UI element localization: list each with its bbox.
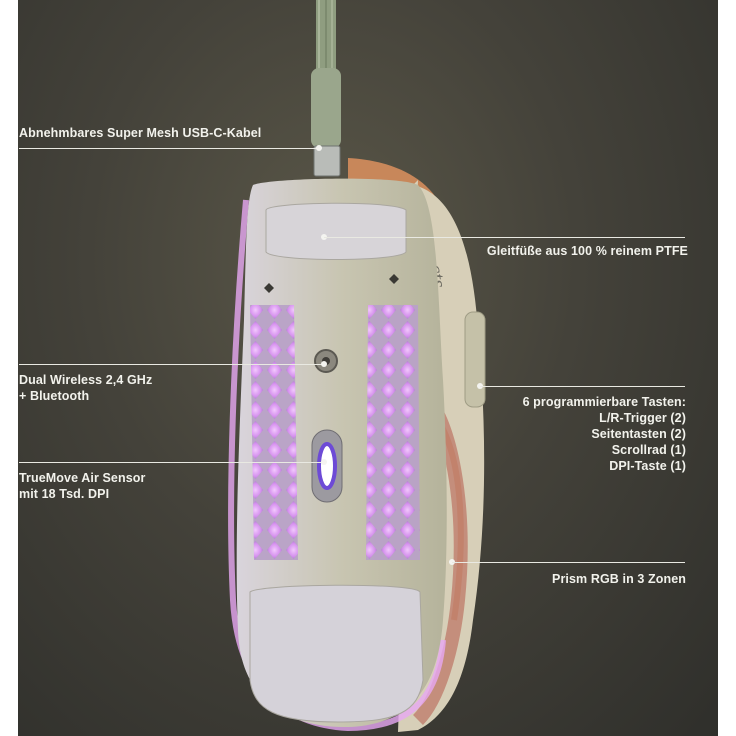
sensor-callout-label: TrueMove Air Sensor mit 18 Tsd. DPI [19, 471, 146, 501]
mouse-illustration: cts [228, 0, 486, 732]
sensor-callout-line [19, 462, 324, 463]
usb-c-plug [313, 145, 341, 177]
buttons-callout-line [480, 386, 685, 387]
rgb-callout-line [452, 562, 685, 563]
cable-callout-line [19, 148, 317, 149]
sensor-callout-dot [321, 459, 327, 465]
wireless-callout-line [19, 364, 324, 365]
feet-callout-line [324, 237, 685, 238]
buttons-callout-label: 6 programmierbare Tasten: L/R-Trigger (2… [522, 395, 686, 473]
rgb-callout-label: Prism RGB in 3 Zonen [552, 572, 686, 586]
cable-callout-dot [316, 145, 322, 151]
wireless-callout-label: Dual Wireless 2,4 GHz + Bluetooth [19, 373, 153, 403]
ptfe-foot-bottom [249, 584, 424, 723]
product-image-panel: cts Abnehmbares Super Mesh USB-C-Kabel G… [18, 0, 718, 736]
ptfe-foot-top [265, 202, 407, 260]
feet-callout-label: Gleitfüße aus 100 % reinem PTFE [486, 244, 688, 258]
cable-callout-label: Abnehmbares Super Mesh USB-C-Kabel [19, 126, 262, 140]
honeycomb-right [366, 305, 420, 560]
usb-connector-housing [311, 68, 341, 148]
side-buttons [464, 311, 486, 408]
honeycomb-left [250, 305, 298, 560]
optical-sensor [317, 442, 337, 490]
wireless-callout-dot [321, 361, 327, 367]
